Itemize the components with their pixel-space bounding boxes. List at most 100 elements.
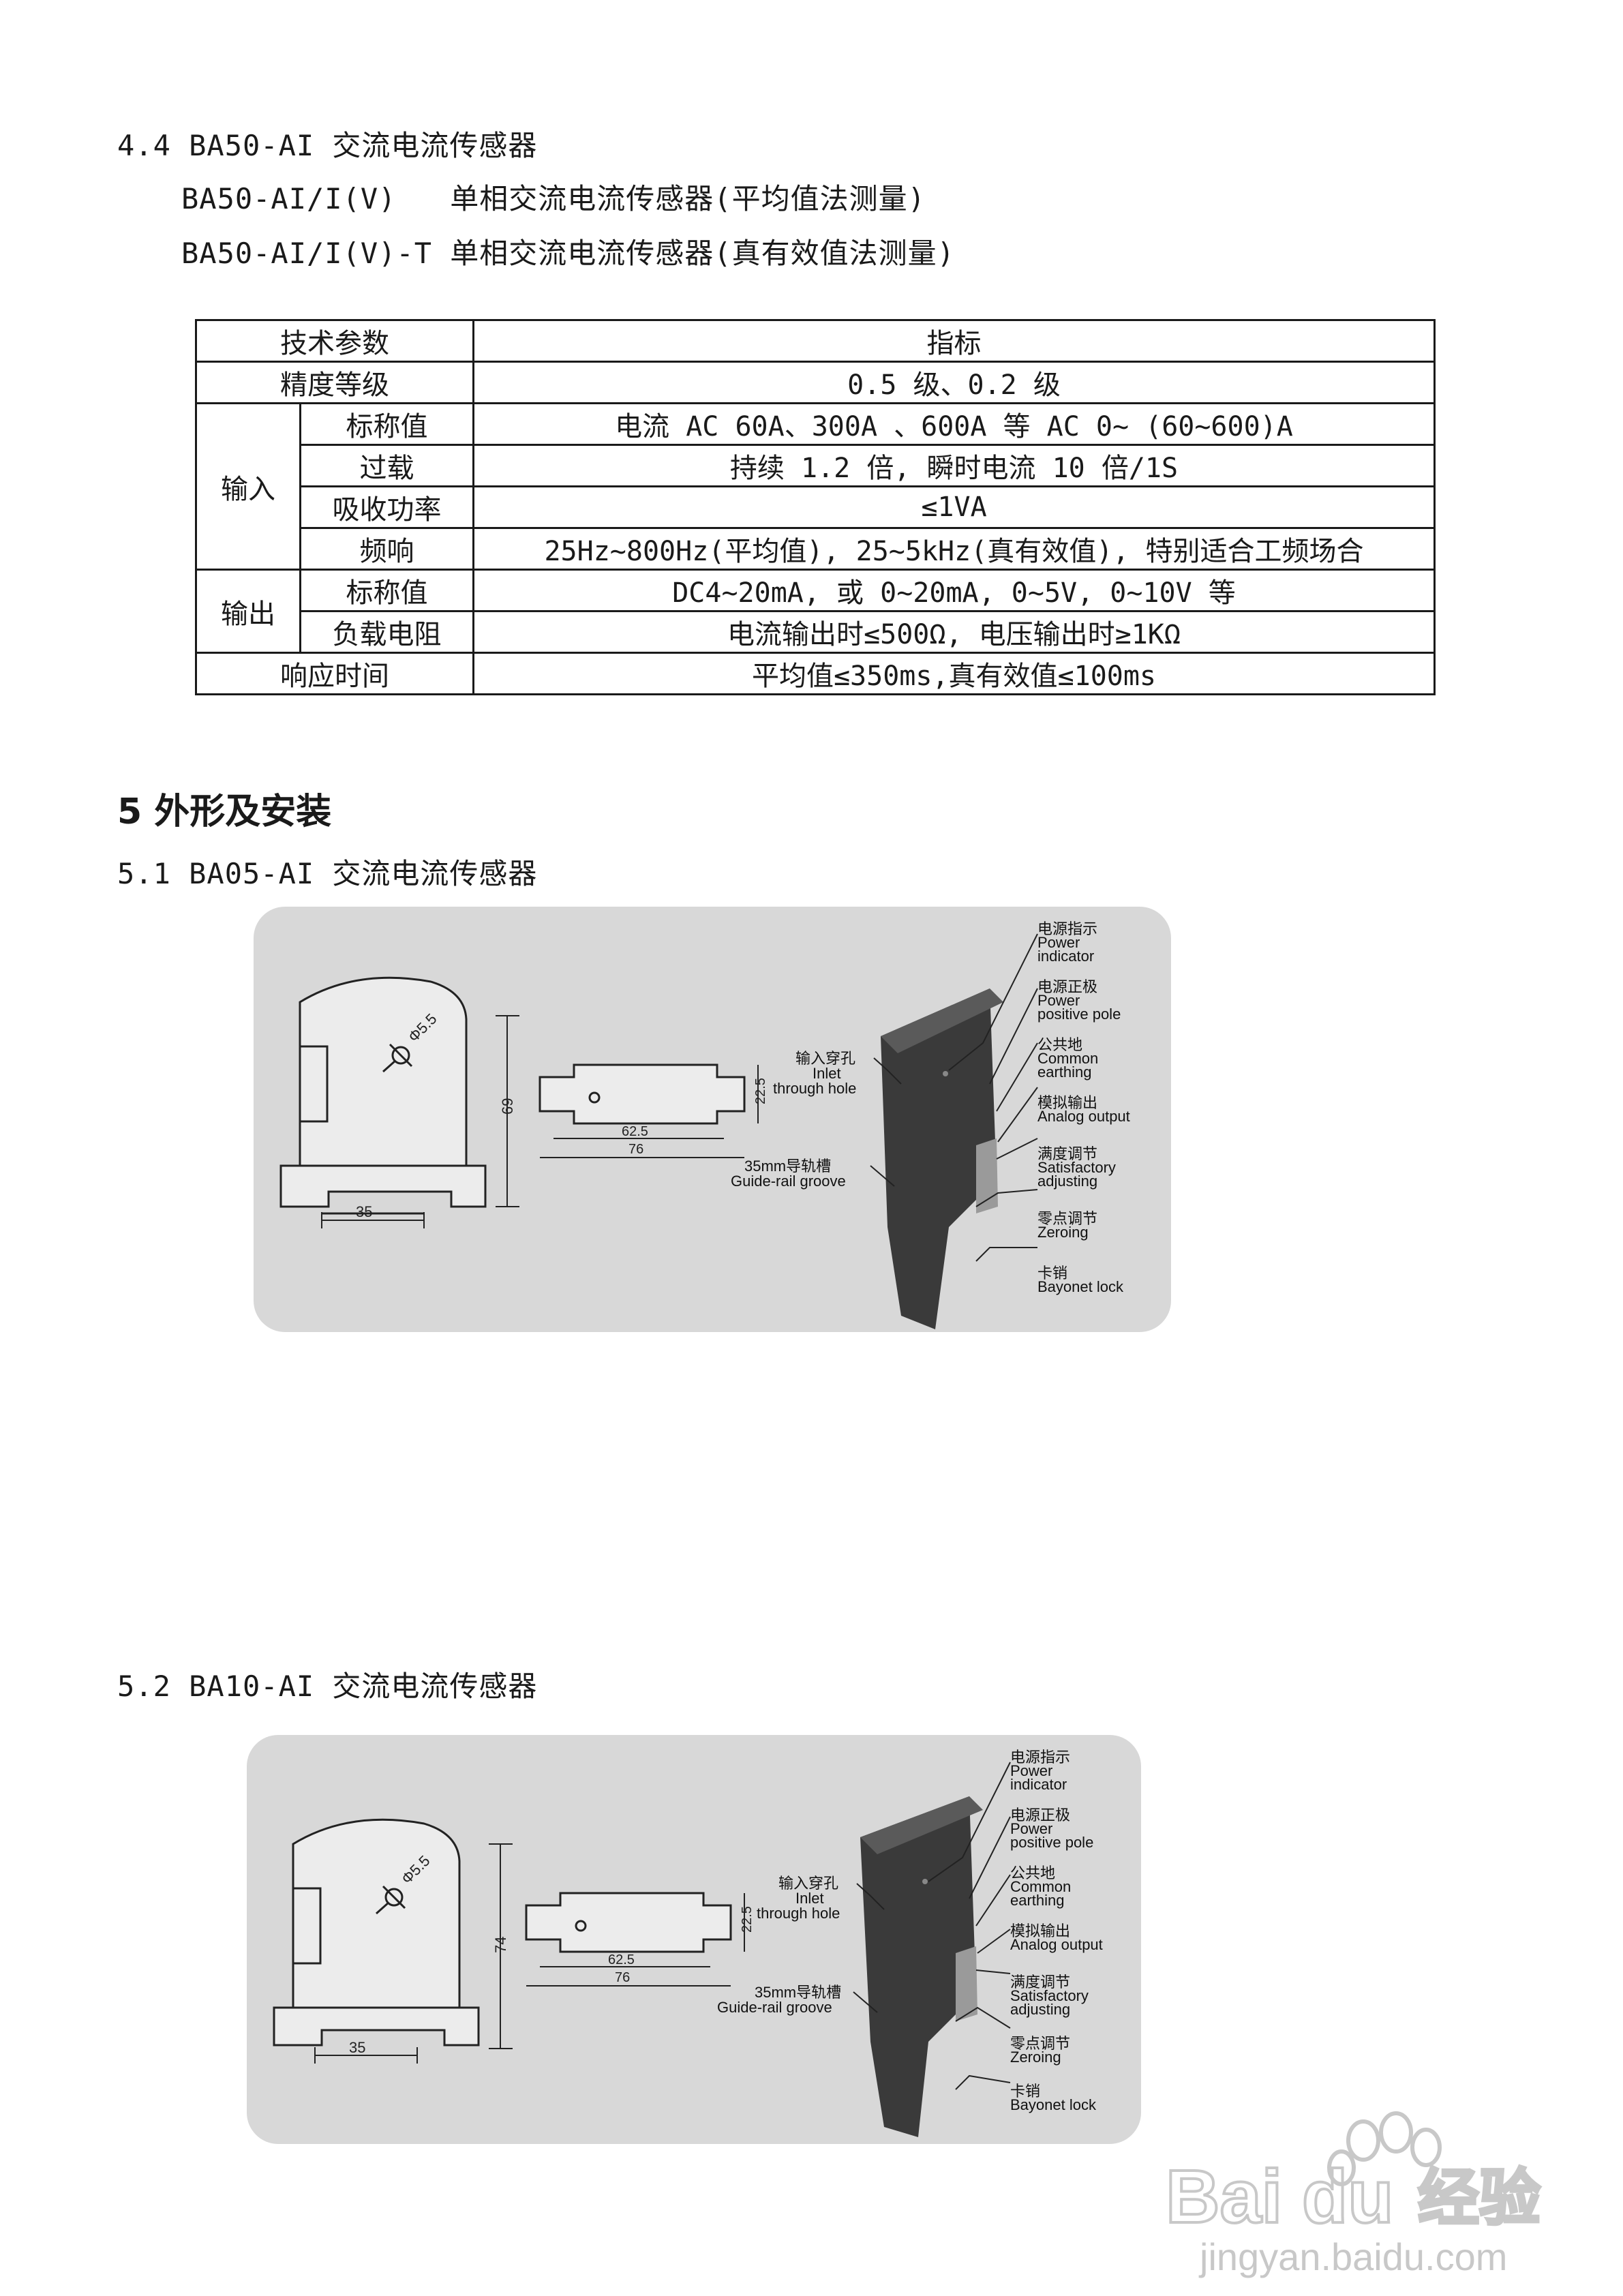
dim-side: 22.5: [753, 1078, 768, 1104]
table-row: 吸收功率 ≤1VA: [196, 485, 1436, 529]
base-dimension: [321, 1212, 425, 1228]
table-header-param: 技术参数: [195, 319, 474, 363]
spec-table: 技术参数 指标 精度等级 0.5 级、0.2 级 输入 标称值 电流 AC 60…: [195, 319, 1436, 695]
callout-rail-cn: 35mm导轨槽: [755, 1984, 841, 2001]
row-label: 响应时间: [195, 652, 474, 695]
diagram-ba10-svg: Φ5.5 74 35 62.5 76 22.5: [247, 1735, 1141, 2144]
top-view: [539, 1063, 746, 1125]
diagram-ba10: Φ5.5 74 35 62.5 76 22.5: [247, 1735, 1141, 2144]
callout-full-en1: Satisfactory: [1010, 1987, 1089, 2004]
height-dimension: [496, 1015, 519, 1207]
callout-common-cn: 公共地: [1010, 1864, 1055, 1882]
callout-common-en2: earthing: [1037, 1063, 1092, 1081]
height-dimension: [489, 1843, 513, 2049]
callout-rail-cn: 35mm导轨槽: [744, 1158, 831, 1175]
callout-analog-en: Analog output: [1010, 1936, 1103, 1953]
callouts-right: 电源指示 Power indicator 电源正极 Power positive…: [1010, 1749, 1103, 2113]
diagram-ba05-svg: Φ5.5 69 35 62.5 76 22.5: [254, 907, 1171, 1332]
row-value: DC4~20mA, 或 0~20mA, 0~5V, 0~10V 等: [472, 569, 1436, 612]
group-label-output: 输出: [195, 569, 301, 654]
callout-full-en2: adjusting: [1010, 2001, 1070, 2018]
callout-lock-cn: 卡销: [1010, 2083, 1040, 2100]
row-label: 过载: [299, 444, 474, 487]
callout-inlet-en2: through hole: [757, 1905, 840, 1922]
callout-inlet-en1: Inlet: [795, 1890, 824, 1907]
dim-height: 69: [499, 1098, 516, 1115]
baidu-watermark: Bai du 经验 jingyan.baidu.com: [1159, 2100, 1609, 2284]
callouts-left: 输入穿孔 Inlet through hole 35mm导轨槽 Guide-ra…: [731, 1050, 856, 1190]
row-value: 平均值≤350ms,真有效值≤100ms: [472, 652, 1436, 695]
base-dimension: [314, 2047, 418, 2064]
table-row: 精度等级 0.5 级、0.2 级: [195, 361, 1436, 404]
dim-base: 35: [349, 2039, 365, 2056]
dim-height: 74: [492, 1937, 509, 1953]
callout-power-ind-en2: indicator: [1037, 948, 1094, 965]
callouts-right: 电源指示 Power indicator 电源正极 Power positive…: [1037, 920, 1130, 1295]
dim-inner: 62.5: [622, 1124, 648, 1139]
row-value: 持续 1.2 倍, 瞬时电流 10 倍/1S: [472, 444, 1436, 487]
callout-power-pos-en2: positive pole: [1010, 1834, 1093, 1851]
watermark-brand-left: Bai: [1166, 2155, 1282, 2239]
callout-lines: [853, 1762, 1011, 2090]
callout-power-pos-en1: Power: [1037, 992, 1080, 1009]
product-photo: [881, 988, 1003, 1329]
top-view: [525, 1892, 732, 1953]
dim-outer: 76: [615, 1970, 630, 1985]
callout-full-en1: Satisfactory: [1037, 1159, 1116, 1176]
callout-analog-en: Analog output: [1037, 1108, 1130, 1125]
watermark-url: jingyan.baidu.com: [1198, 2235, 1507, 2278]
callout-zero-cn: 零点调节: [1037, 1210, 1097, 1227]
watermark-brand-right: du: [1302, 2155, 1393, 2239]
callout-power-ind-cn: 电源指示: [1037, 920, 1097, 937]
dim-side: 22.5: [740, 1906, 755, 1933]
row-label: 负载电阻: [299, 610, 474, 654]
callout-common-en2: earthing: [1010, 1892, 1065, 1909]
callout-analog-cn: 模拟输出: [1037, 1094, 1097, 1111]
row-value: 电流输出时≤500Ω, 电压输出时≥1KΩ: [472, 610, 1436, 654]
dim-inner: 62.5: [608, 1952, 635, 1967]
table-row: 响应时间 平均值≤350ms,真有效值≤100ms: [195, 652, 1436, 695]
callout-zero-en: Zeroing: [1037, 1224, 1089, 1241]
callout-inlet-cn: 输入穿孔: [795, 1050, 855, 1067]
callouts-left: 输入穿孔 Inlet through hole 35mm导轨槽 Guide-ra…: [717, 1875, 841, 2016]
top-dimensions: [540, 1065, 759, 1158]
callout-inlet-en1: Inlet: [813, 1065, 841, 1082]
callout-zero-cn: 零点调节: [1010, 2035, 1070, 2052]
callout-inlet-cn: 输入穿孔: [778, 1875, 838, 1892]
callout-lock-cn: 卡销: [1037, 1265, 1067, 1282]
row-value: 25Hz~800Hz(平均值), 25~5kHz(真有效值), 特别适合工频场合: [472, 527, 1436, 571]
dim-base: 35: [356, 1203, 372, 1220]
section-5-1-title: 5.1 BA05-AI 交流电流传感器: [117, 857, 538, 890]
table-row: 过载 持续 1.2 倍, 瞬时电流 10 倍/1S: [196, 444, 1436, 487]
row-label: 精度等级: [195, 361, 474, 404]
diagram-ba05: Φ5.5 69 35 62.5 76 22.5: [254, 907, 1171, 1332]
callout-common-en1: Common: [1010, 1878, 1071, 1895]
front-view: [279, 976, 487, 1215]
section-5-title: 5 外形及安装: [117, 791, 332, 832]
row-label: 频响: [299, 527, 474, 571]
product-photo: [860, 1796, 983, 2137]
callout-power-pos-cn: 电源正极: [1037, 978, 1097, 995]
section-5-2-title: 5.2 BA10-AI 交流电流传感器: [117, 1670, 538, 1703]
row-label: 标称值: [299, 402, 474, 446]
dim-outer: 76: [628, 1142, 643, 1157]
top-dimensions: [526, 1893, 745, 1987]
row-label: 标称值: [299, 569, 474, 612]
callout-analog-cn: 模拟输出: [1010, 1922, 1070, 1939]
callout-common-en1: Common: [1037, 1050, 1098, 1067]
paw-logo: Bai du 经验 jingyan.baidu.com: [1164, 2111, 1542, 2278]
callout-full-cn: 满度调节: [1037, 1145, 1097, 1162]
callout-power-pos-en2: positive pole: [1037, 1006, 1121, 1023]
section-4-4-line1: BA50-AI/I(V) 单相交流电流传感器(平均值法测量): [181, 182, 926, 215]
table-header-row: 技术参数 指标: [195, 319, 1436, 363]
callout-lock-en: Bayonet lock: [1010, 2096, 1097, 2113]
front-view: [273, 1818, 480, 2046]
table-header-value: 指标: [472, 319, 1436, 363]
table-row: 输出 标称值 DC4~20mA, 或 0~20mA, 0~5V, 0~10V 等: [195, 569, 1436, 654]
callout-full-en2: adjusting: [1037, 1173, 1097, 1190]
callout-power-ind-en1: Power: [1010, 1762, 1052, 1779]
table-row: 频响 25Hz~800Hz(平均值), 25~5kHz(真有效值), 特别适合工…: [196, 527, 1436, 571]
callout-rail-en: Guide-rail groove: [717, 1999, 832, 2016]
table-row: 负载电阻 电流输出时≤500Ω, 电压输出时≥1KΩ: [196, 610, 1436, 654]
section-4-4-line2: BA50-AI/I(V)-T 单相交流电流传感器(真有效值法测量): [181, 237, 955, 270]
